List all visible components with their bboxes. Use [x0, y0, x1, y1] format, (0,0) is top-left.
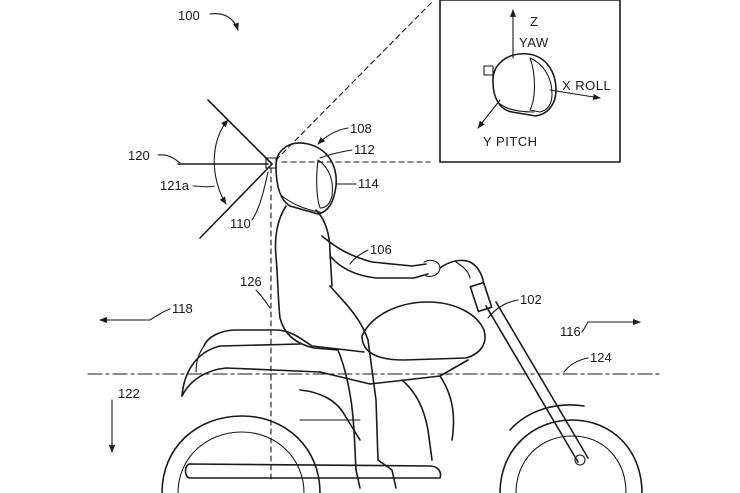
front-axle: [574, 454, 586, 466]
frame-engine: [299, 359, 469, 461]
ref-114: 114: [358, 176, 379, 191]
ref-116-leader: [581, 321, 589, 333]
front-wheel: [499, 404, 643, 493]
y-pitch-label: Y PITCH: [483, 134, 538, 149]
ref-121a-leader: [192, 185, 215, 188]
rear-wheel: [161, 415, 321, 493]
ref-100-arrow: [209, 13, 239, 31]
ref-102-leader: [487, 299, 519, 319]
ref-116: 116: [560, 324, 581, 339]
ref-106-leader: [349, 249, 369, 265]
rider-helmet: [275, 142, 337, 215]
ref-124: 124: [590, 350, 612, 365]
ref-110: 110: [230, 216, 251, 231]
diag-line-upper: [207, 99, 273, 165]
ref-100: 100: [178, 8, 200, 23]
angle-arc: [213, 119, 229, 205]
inset-sensor-box: [483, 65, 494, 76]
exhaust-pipe: [184, 463, 442, 479]
ref-121a: 121a: [160, 178, 190, 193]
fork-tube-2: [495, 301, 589, 459]
sightline-dashed: [275, 1, 433, 161]
seat-fender: [181, 329, 365, 397]
fuel-tank: [361, 301, 486, 361]
ref-106: 106: [370, 242, 392, 257]
ref-122: 122: [118, 386, 140, 401]
ref-112-leader: [319, 149, 353, 159]
ref-118: 118: [172, 301, 193, 316]
fork-tube-1: [485, 305, 579, 463]
axes-inset: Z YAW X ROLL Y PITCH: [439, 0, 621, 163]
ref-124-leader: [563, 357, 589, 373]
ref-108-arrow: [317, 127, 349, 145]
inset-frame: [439, 0, 621, 163]
ref-126-leader: [255, 289, 271, 309]
ref-120-leader: [157, 154, 181, 164]
x-axis-arrow: [549, 89, 601, 100]
inset-helmet: [483, 53, 557, 117]
x-roll-label: X ROLL: [562, 78, 611, 93]
z-axis-label: Z: [530, 14, 538, 29]
front-fender: [509, 404, 585, 431]
handlebar-fork: [439, 259, 589, 463]
ref-108: 108: [350, 121, 372, 136]
ref-118-leader: [149, 308, 171, 321]
ref-102: 102: [520, 292, 542, 307]
ref-110-leader: [251, 171, 269, 221]
rider-body: [274, 205, 441, 489]
ref-112: 112: [354, 142, 375, 157]
fork-top: [469, 281, 493, 313]
yaw-label: YAW: [519, 35, 549, 50]
diag-line-lower: [199, 163, 273, 239]
y-axis-arrow: [477, 99, 501, 129]
ref-120: 120: [128, 148, 150, 163]
ref-126: 126: [240, 274, 262, 289]
